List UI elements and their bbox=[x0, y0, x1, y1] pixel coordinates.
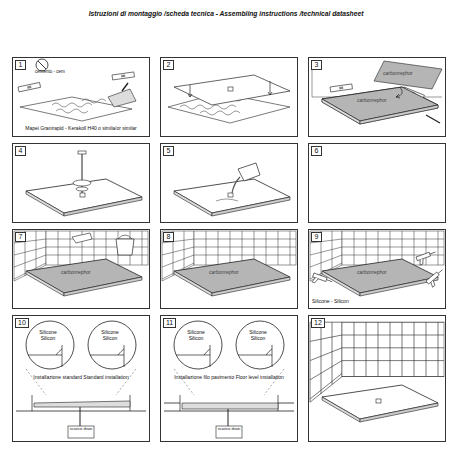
step-number: 7 bbox=[15, 232, 26, 242]
step-number: 10 bbox=[15, 318, 29, 328]
drain-label: scarico drain bbox=[217, 427, 241, 431]
step-panel: 3 bbox=[308, 57, 446, 137]
installation-type: Installazione standard Standard installa… bbox=[14, 375, 148, 381]
step-panel: 5 bbox=[160, 143, 298, 223]
step-number: 6 bbox=[311, 146, 322, 156]
membrane-label: carbonrephor bbox=[356, 270, 388, 276]
membrane-label: carbonrephor bbox=[356, 98, 388, 104]
step-panel: 9 bbox=[308, 229, 446, 309]
step-number: 12 bbox=[311, 318, 325, 328]
step-number: 8 bbox=[163, 232, 174, 242]
step-panel: 6 bbox=[308, 143, 446, 223]
step-panel: 12 bbox=[308, 315, 446, 442]
step-panel: 7 bbox=[12, 229, 150, 309]
membrane-label: carbonrephor bbox=[60, 270, 92, 276]
adhesive-note: Mapei Granirapid - Kerakoll H40 o simila… bbox=[14, 126, 148, 132]
step-number: 5 bbox=[163, 146, 174, 156]
step-panel: 2 bbox=[160, 57, 298, 137]
membrane-label: carbonrephor bbox=[382, 71, 414, 77]
sheet-title: Istruzioni di montaggio /scheda tecnica … bbox=[0, 10, 452, 17]
step-number: 9 bbox=[311, 232, 322, 242]
silicone-callout: Silicone Silicon bbox=[243, 330, 273, 341]
step-panel: 4 bbox=[12, 143, 150, 223]
step-number: 4 bbox=[15, 146, 26, 156]
step-number: 1 bbox=[15, 60, 26, 70]
step-number: 11 bbox=[163, 318, 176, 328]
silicone-callout: Silicone Silicon bbox=[181, 330, 211, 341]
silicone-callout: Silicone Silicon bbox=[33, 330, 63, 341]
drain-label: scarico drain bbox=[69, 427, 93, 431]
silicone-note: Silicone - Silicon bbox=[312, 299, 382, 305]
silicone-callout: Silicone Silicon bbox=[95, 330, 125, 341]
step-number: 2 bbox=[163, 60, 174, 70]
material-note: cemento - cem bbox=[20, 70, 80, 75]
step-number: 3 bbox=[311, 60, 322, 70]
installation-type: Installazione filo pavimento Floor level… bbox=[162, 375, 296, 381]
step-panel: 1 bbox=[12, 57, 150, 137]
step-panel: 8 bbox=[160, 229, 298, 309]
membrane-label: carbonrephor bbox=[208, 270, 240, 276]
